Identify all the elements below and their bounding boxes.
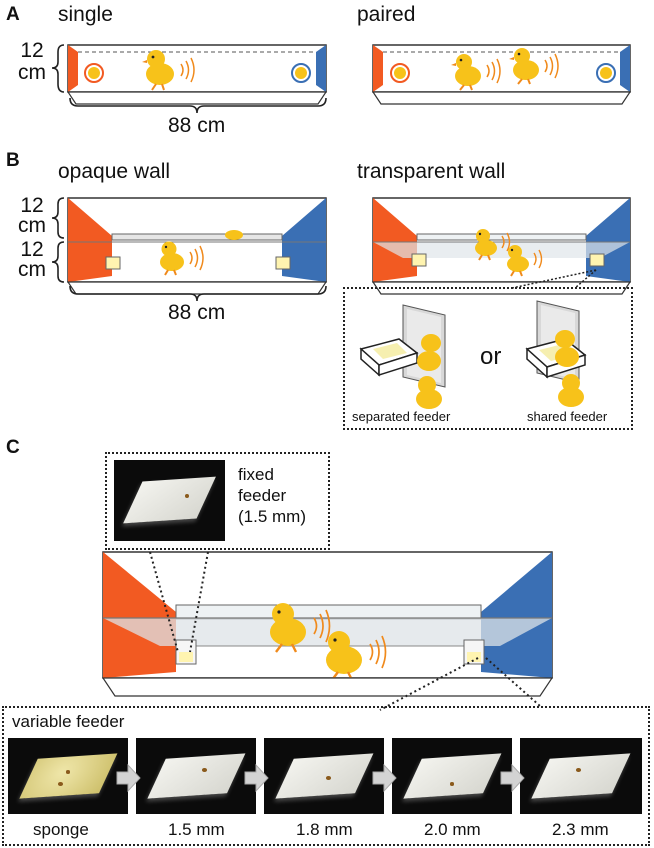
panel-a-diagram [51,44,632,114]
separated-feeder-label: separated feeder [352,409,451,424]
variable-feeder-inset [2,706,650,846]
panel-c-diagram [101,551,554,711]
panel-a-paired-title: paired [357,3,416,26]
chick-icon [451,54,481,91]
feeder-label-sponge: sponge [33,820,89,839]
feeder-photo-2-0mm [392,738,512,814]
panel-a-length-label: 88 cm [168,114,226,137]
length-bracket [69,285,327,302]
panel-b-lower-height-label: 12 cm [18,238,46,281]
fixed-feeder-caption: fixed feeder (1.5 mm) [238,465,306,526]
sound-waves-icon [313,609,387,669]
feeder-types-inset [343,287,633,430]
chick-icon [475,229,497,261]
chick-icon [160,241,184,276]
panel-b-opaque-title: opaque wall [58,160,171,183]
chick-icon [326,631,362,681]
panel-a-single-title: single [58,3,113,26]
arrow-right-icon [244,763,269,793]
paired-arena [371,44,632,105]
feeder-label-1-8mm: 1.8 mm [296,820,353,839]
fixed-feeder-photo [114,460,225,541]
arrow-right-icon [372,763,397,793]
height-bracket [51,44,65,93]
shared-feeder-label: shared feeder [527,409,608,424]
height-bracket [51,241,65,283]
feeder-label-2-3mm: 2.3 mm [552,820,609,839]
opaque-wall-arena [66,197,328,295]
chick-icon [270,603,306,653]
panel-b-length-label: 88 cm [168,301,226,324]
sound-waves-icon [544,53,559,79]
chick-head-icon [225,230,243,240]
arrow-right-icon [500,763,525,793]
sound-waves-icon [486,58,501,84]
shared-feeder-illustration [525,300,587,407]
sound-waves-icon [180,57,195,83]
chick-icon [509,48,539,85]
length-bracket [69,97,327,114]
panel-b-letter: B [6,150,20,171]
panel-c-letter: C [6,437,20,458]
single-arena [66,44,328,105]
panel-b-upper-height-label: 12 cm [18,194,46,237]
progression-arrows [116,763,525,793]
feeder-label-2-0mm: 2.0 mm [424,820,481,839]
feeder-photo-1-8mm [264,738,384,814]
variable-feeder-title: variable feeder [12,712,125,731]
chick-icon [507,245,529,277]
feeder-types-illustration [359,300,587,409]
panel-a-letter: A [6,4,20,25]
chick-icon [142,50,174,91]
panel-b-diagram [51,197,632,302]
feeder-photo-sponge [8,738,128,814]
feeder-photo-1-5mm [136,738,256,814]
fixed-feeder-inset [105,452,330,550]
separated-feeder-illustration [359,304,446,409]
feeder-photo-2-3mm [520,738,642,814]
panel-a-height-label: 12 cm [18,39,46,84]
sound-waves-icon [501,232,543,269]
transparent-wall-arena [371,197,632,295]
sound-waves-icon [189,245,204,271]
feeder-label-1-5mm: 1.5 mm [168,820,225,839]
arrow-right-icon [116,763,141,793]
height-bracket [51,197,65,239]
or-label: or [480,343,502,370]
panel-b-transparent-title: transparent wall [357,160,506,183]
